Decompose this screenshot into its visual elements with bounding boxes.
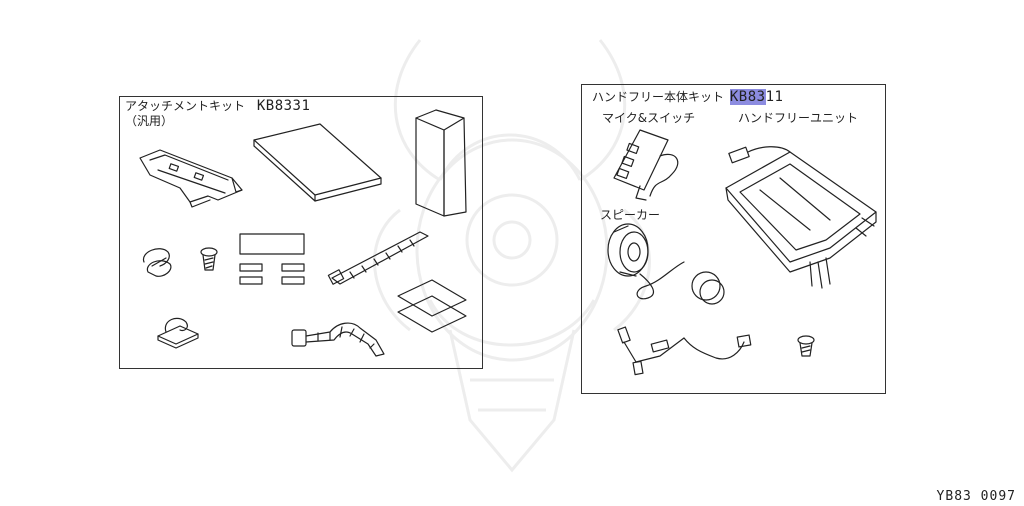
small-screw-drawing <box>798 336 814 356</box>
handsfree-unit-label: ハンドフリーユニット <box>738 111 859 125</box>
attachment-kit-title: アタッチメントキット KB8331 <box>125 99 310 113</box>
attachment-kit-note: （汎用） <box>125 114 174 128</box>
bracket-drawing <box>140 150 242 207</box>
handsfree-kit-title-text: ハンドフリー本体キット <box>592 90 725 104</box>
cap-drawing <box>692 272 724 304</box>
handsfree-unit-drawing <box>726 147 876 288</box>
attachment-kit-panel <box>119 96 483 369</box>
speaker-drawing <box>608 224 684 299</box>
cable-clamp-drawing <box>158 318 198 348</box>
handsfree-kit-panel <box>581 84 886 394</box>
cable-tie-drawing <box>328 232 428 284</box>
clip-drawing <box>143 249 170 277</box>
attachment-kit-code: KB8331 <box>256 98 311 114</box>
code-highlight: KB83 <box>729 89 766 105</box>
velcro-pad-drawing <box>398 280 466 332</box>
plate-drawing <box>254 124 381 201</box>
attachment-kit-title-text: アタッチメントキット <box>125 99 246 113</box>
reference-code: YB83 0097 <box>936 489 1016 504</box>
speaker-label: スピーカー <box>600 208 661 222</box>
handsfree-kit-title: ハンドフリー本体キット KB8311 <box>592 89 784 105</box>
mic-switch-label: マイク&スイッチ <box>602 111 696 125</box>
screw-drawing <box>201 248 217 270</box>
code-rest: 11 <box>765 89 784 105</box>
mic-switch-drawing <box>614 130 678 200</box>
velcro-strap-drawing <box>292 323 384 356</box>
instruction-sheet-drawing <box>416 110 466 216</box>
handsfree-kit-code: KB8311 <box>729 89 784 105</box>
wire-harness-drawing <box>618 327 751 375</box>
adhesive-tape-drawing <box>240 234 304 284</box>
